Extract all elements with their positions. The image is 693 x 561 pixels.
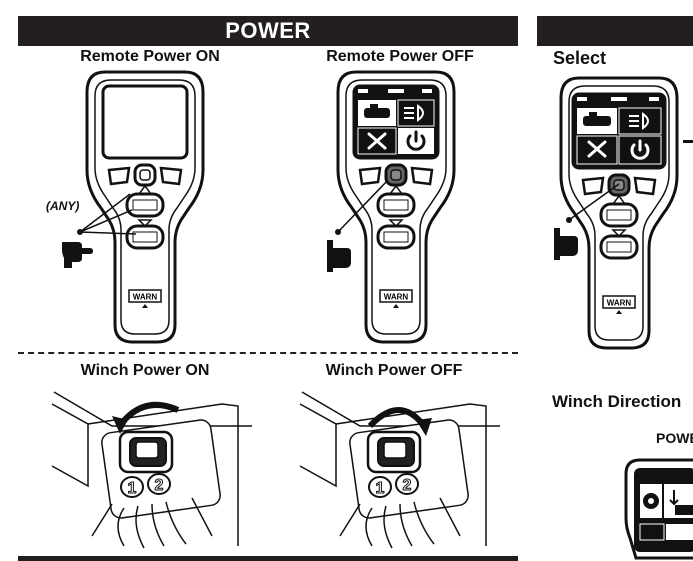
headlight-icon (629, 112, 649, 130)
winch-direction-remote-illustration (624, 458, 693, 560)
port-1-label: 1 (128, 480, 137, 497)
power-icon (630, 139, 650, 160)
remote-power-off-label: Remote Power OFF (326, 48, 474, 65)
tools-icon (367, 132, 387, 150)
right-section-header (537, 16, 693, 46)
winch-power-on-illustration: 1 2 (51, 391, 252, 549)
winch-power-on-label: Winch Power ON (80, 362, 210, 379)
pointing-hand-icon-select (554, 228, 578, 260)
power-icon (406, 130, 426, 151)
port-2-label: 2 (403, 477, 412, 494)
winch-direction-label: Winch Direction (552, 392, 682, 411)
headlight-icon (404, 104, 424, 122)
connector-ports: 1 2 (368, 473, 419, 498)
power-partial-label: POWE (656, 430, 693, 446)
power-title-text: POWER (225, 18, 311, 43)
winch-power-off-label: Winch Power OFF (325, 362, 463, 379)
tools-icon (587, 140, 607, 158)
winch-icon (364, 104, 390, 118)
remote-select-illustration: WARN (559, 76, 679, 350)
pointing-hand-icon-off (327, 240, 351, 272)
remote-brand-text: WARN (607, 299, 632, 308)
any-label: (ANY) (46, 199, 80, 213)
remote-brand-text: WARN (384, 293, 409, 302)
continuation-mark (683, 140, 693, 143)
winch-power-off-illustration: 1 2 (299, 391, 500, 549)
bottom-rule (18, 556, 518, 561)
connector-ports: 1 2 (120, 473, 171, 498)
power-section-title: POWER (18, 16, 518, 46)
port-1-label: 1 (376, 480, 385, 497)
gear-icon (643, 493, 659, 509)
winch-icon (583, 112, 611, 126)
pointing-hand-icon (62, 242, 93, 268)
any-pointer-lines (77, 193, 137, 235)
remote-brand-text: WARN (133, 293, 158, 302)
remote-power-on-illustration: WARN (85, 70, 205, 344)
select-label: Select (553, 48, 607, 68)
winch-direction-icon (669, 490, 693, 515)
section-divider (18, 352, 518, 354)
remote-power-on-label: Remote Power ON (80, 48, 220, 65)
port-2-label: 2 (155, 477, 164, 494)
off-pointer-line (335, 179, 389, 235)
select-pointer-line (566, 183, 620, 223)
remote-power-off-illustration: WARN (336, 70, 456, 344)
